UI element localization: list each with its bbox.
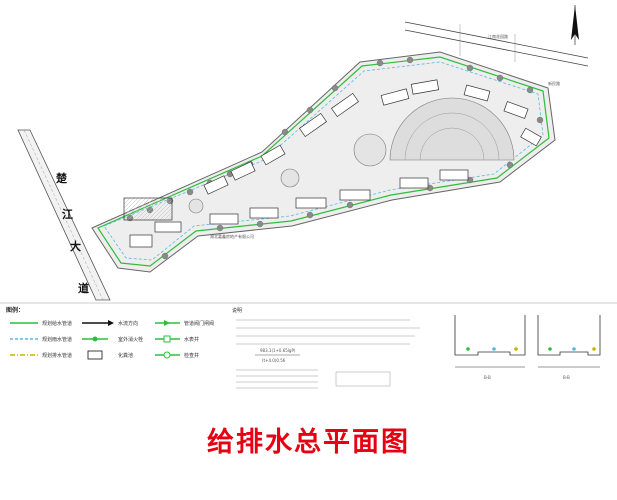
company-label: 湖北嘉鑫房地产有限公司 [210, 233, 254, 239]
central-plaza [188, 97, 515, 214]
cross-section-left [454, 315, 526, 368]
notes-block: 说明 983.1(1+0.65lgP) (t+4.0)0.56 [232, 307, 420, 389]
cross-section-right [537, 315, 601, 368]
notes-header: 说明 [232, 307, 242, 314]
legend-label: 水流方向 [118, 320, 138, 327]
formula-bottom: (t+4.0)0.56 [262, 358, 286, 363]
road-label-char: 道 [78, 281, 89, 295]
site-boundary [91, 51, 556, 273]
north-street [404, 21, 589, 67]
legend-label: 规划给水管道 [42, 320, 72, 327]
public-building [123, 197, 173, 221]
street-label-north-right: 新民路 [548, 80, 560, 86]
flow-arrow-icon [108, 320, 114, 326]
chujiang-avenue-road [17, 129, 111, 301]
legend-label: 检查井 [184, 352, 199, 359]
section-label-right: B-B [563, 375, 570, 380]
section-label-left: B-B [484, 375, 491, 380]
north-arrow-icon [571, 5, 579, 45]
road-label-char: 大 [70, 239, 81, 253]
legend-label: 水表井 [184, 336, 199, 343]
rainwater-pipe [103, 61, 544, 261]
hydrant-icon [92, 336, 98, 342]
water-supply-pipe [97, 56, 550, 267]
legend-label: 化粪池 [118, 352, 133, 359]
road-label-char: 楚 [56, 171, 68, 185]
valve-icon [164, 320, 170, 326]
street-label-north: 江南花园路 [488, 33, 508, 39]
legend: 规划给水管道 水流方向 管道阀门闸阀 规划雨水管道 室外消火栓 水表井 规划排水… [10, 320, 214, 360]
road-label-char: 江 [62, 207, 73, 221]
formula-top: 983.1(1+0.65lgP) [260, 348, 296, 353]
inspection-well-icon [163, 351, 171, 359]
page-title: 给排水总平面图 [207, 427, 410, 458]
legend-label: 室外消火栓 [118, 336, 143, 343]
legend-label: 管道阀门闸阀 [184, 320, 214, 327]
building-blocks [129, 79, 542, 248]
septic-tank-icon [87, 350, 103, 360]
meter-well-icon [163, 335, 171, 343]
legend-header: 图例： [6, 306, 24, 314]
legend-label: 规划雨水管道 [42, 336, 72, 343]
legend-label: 规划排水管道 [42, 352, 72, 359]
